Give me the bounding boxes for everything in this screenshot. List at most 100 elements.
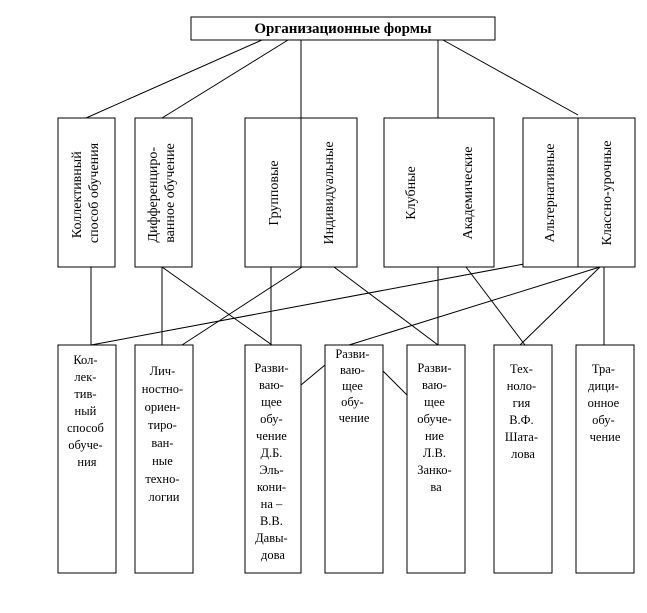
b1-l6: техно- xyxy=(145,472,179,486)
top-box-klubnye-akademicheskie xyxy=(383,117,495,268)
b1-l7: логии xyxy=(149,490,180,504)
label-bottom-razvivayushchee-elkonina: Разви- ваю- щее обу- чение Д.Б. Эль- кон… xyxy=(254,361,291,562)
b4-l5: Л.В. xyxy=(423,446,446,460)
b4-l2: щее xyxy=(424,395,445,409)
b1-l3: тиро- xyxy=(148,418,177,432)
connector-root-differentsirovannoe xyxy=(161,39,289,119)
label-akademicheskie-line1: Академические xyxy=(461,147,476,240)
b2-l1: ваю- xyxy=(259,378,284,392)
label-bottom-razvivayushchee-zankova: Разви- ваю- щее обуче- ние Л.В. Занко- в… xyxy=(417,361,455,494)
b5-l5: лова xyxy=(511,447,535,461)
bottom-box-lichnostno-orientirovannye xyxy=(134,344,194,574)
top-level-nodes: Коллективный способ обучения Дифференцир… xyxy=(57,117,636,268)
b4-l0: Разви- xyxy=(417,361,451,375)
connector-alternativnye-kollektivnyi xyxy=(90,263,525,346)
label-akademicheskie: Академические xyxy=(461,147,476,240)
connector-elkonina-razvivayushchee xyxy=(300,364,326,386)
b4-l7: ва xyxy=(430,480,442,494)
top-box-alternativnye-klassno xyxy=(522,117,636,268)
b2-l4: чение xyxy=(256,429,287,443)
connector-akademicheskie-shatalova xyxy=(465,266,526,346)
b3-l0: Разви- xyxy=(335,347,369,361)
label-alternativnye: Альтернативные xyxy=(543,144,558,243)
label-kollektivnyi-line2: способ обучения xyxy=(87,142,102,243)
b1-l0: Лич- xyxy=(150,364,176,378)
label-kollektivnyi: Коллективный способ обучения xyxy=(70,142,102,243)
b4-l6: Занко- xyxy=(417,463,451,477)
b2-l6: Эль- xyxy=(259,463,283,477)
b3-l3: обу- xyxy=(341,395,364,409)
bottom-box-kollektivnyi-sposob xyxy=(57,344,117,574)
b5-l1: ноло- xyxy=(507,379,536,393)
b6-l1: дици- xyxy=(588,379,619,393)
b3-l2: щее xyxy=(342,379,363,393)
bottom-level-nodes: Кол- лек- тив- ный способ обуче- ния Лич… xyxy=(57,344,635,574)
b2-l11: дова xyxy=(261,548,285,562)
label-klubnye-line1: Клубные xyxy=(404,166,419,219)
b2-l3: обу- xyxy=(260,412,283,426)
label-differentsirovannoe-line1: Дифференциро- xyxy=(146,147,161,243)
connector-root-kollektivnyi xyxy=(85,39,263,119)
connector-individualnye-lichnostno xyxy=(181,266,303,346)
b0-l4: способ xyxy=(67,421,104,435)
connector-klassno-shatalova xyxy=(519,266,601,346)
b1-l4: ван- xyxy=(151,436,173,450)
b3-l1: ваю- xyxy=(340,363,365,377)
b2-l2: щее xyxy=(261,395,282,409)
connector-differentsirovannoe-elkonina xyxy=(161,266,273,346)
b0-l1: лек- xyxy=(74,370,96,384)
label-bottom-razvivayushchee: Разви- ваю- щее обу- чение xyxy=(335,347,372,425)
label-differentsirovannoe-line2: ванное обучение xyxy=(163,143,178,243)
connector-individualnye-zankova xyxy=(333,266,439,346)
root-box xyxy=(190,16,496,41)
b6-l4: чение xyxy=(590,430,621,444)
root-title: Организационные формы xyxy=(254,21,432,37)
b2-l10: Давы- xyxy=(255,531,288,545)
b2-l0: Разви- xyxy=(254,361,288,375)
b0-l6: ния xyxy=(77,455,96,469)
label-individualnye-line1: Индивидуальные xyxy=(322,141,337,244)
label-individualnye: Индивидуальные xyxy=(322,141,337,244)
bottom-box-traditsionnoe xyxy=(575,344,635,574)
b0-l5: обуче- xyxy=(68,438,102,452)
b1-l5: ные xyxy=(152,454,173,468)
b5-l2: гия xyxy=(513,396,531,410)
label-bottom-kollektivnyi-sposob: Кол- лек- тив- ный способ обуче- ния xyxy=(67,353,107,469)
connector-klassno-razvivayushchee xyxy=(348,266,601,346)
b5-l3: В.Ф. xyxy=(509,413,533,427)
b4-l3: обуче- xyxy=(417,412,451,426)
connector-razvivayushchee-zankova xyxy=(382,370,408,396)
label-gruppovye-line1: Групповые xyxy=(267,160,282,225)
b5-l4: Шата- xyxy=(505,430,538,444)
b6-l3: обу- xyxy=(592,413,615,427)
b2-l5: Д.Б. xyxy=(260,446,282,460)
bottom-box-razvivayushchee-elkonina xyxy=(244,344,302,574)
bottom-box-tekhnologiya-shatalova xyxy=(493,344,553,574)
b6-l0: Тра- xyxy=(592,362,615,376)
b4-l4: ние xyxy=(425,429,444,443)
b3-l4: чение xyxy=(339,411,370,425)
b6-l2: онное xyxy=(588,396,620,410)
label-bottom-lichnostno-orientirovannye: Лич- ностно- ориен- тиро- ван- ные техно… xyxy=(142,364,187,504)
label-bottom-tekhnologiya-shatalova: Тех- ноло- гия В.Ф. Шата- лова xyxy=(505,362,541,461)
connector-root-alternativnye xyxy=(442,39,579,116)
top-box-differentsirovannoe xyxy=(134,117,193,268)
b1-l2: ориен- xyxy=(145,400,181,414)
b2-l7: кони- xyxy=(257,480,286,494)
b0-l2: тив- xyxy=(74,387,96,401)
b0-l3: ный xyxy=(75,404,97,418)
label-alternativnye-line1: Альтернативные xyxy=(543,144,558,243)
root-node: Организационные формы xyxy=(190,16,496,41)
b1-l1: ностно- xyxy=(142,382,183,396)
b0-l0: Кол- xyxy=(73,353,97,367)
label-klubnye: Клубные xyxy=(404,166,419,219)
b2-l8: на – xyxy=(261,497,283,511)
label-klassno-urochnye-line1: Классно-урочные xyxy=(600,141,615,246)
bottom-box-razvivayushchee-zankova xyxy=(406,344,466,574)
label-bottom-traditsionnoe: Тра- дици- онное обу- чение xyxy=(588,362,623,444)
b5-l0: Тех- xyxy=(510,362,533,376)
b2-l9: В.В. xyxy=(260,514,283,528)
label-kollektivnyi-line1: Коллективный xyxy=(70,151,85,238)
connectors xyxy=(85,39,605,396)
